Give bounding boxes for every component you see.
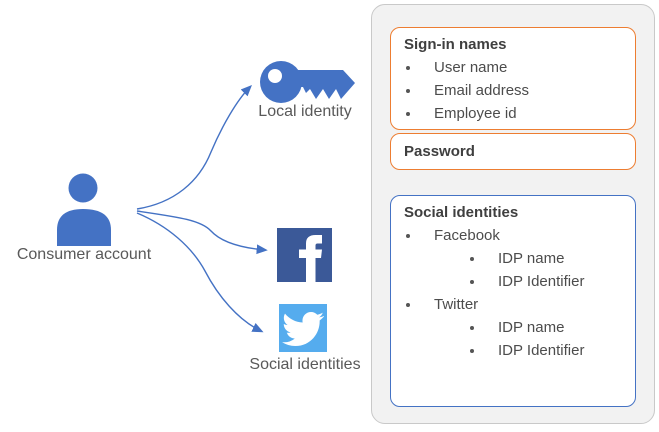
list-item: User name [403,56,625,79]
provider-attr: IDP name [498,250,565,267]
bullet-icon [406,302,410,307]
list-item: IDP Identifier [403,339,625,362]
local-identity-label: Local identity [258,103,352,120]
list-item: IDP name [403,316,625,339]
list-item: Twitter [403,293,625,316]
password-card: Password [390,133,636,170]
signin-item: User name [434,59,508,76]
signin-names-card: Sign-in names User name Email address Em… [390,27,636,130]
bullet-icon [470,325,474,330]
provider-attr: IDP Identifier [498,342,585,359]
arrow-to-twitter [136,212,264,333]
provider-name: Facebook [434,227,500,244]
person-icon [57,173,111,246]
signin-item: Email address [434,82,530,99]
bullet-icon [406,88,410,93]
bullet-icon [470,256,474,261]
account-attributes-panel: Sign-in names User name Email address Em… [371,4,655,424]
bullet-icon [470,348,474,353]
provider-attr: IDP Identifier [498,273,585,290]
list-item: Facebook [403,224,625,247]
bullet-icon [470,279,474,284]
facebook-icon [277,228,332,282]
consumer-account-label: Consumer account [16,246,152,263]
password-title: Password [404,143,475,160]
provider-attr: IDP name [498,319,565,336]
key-icon [260,61,355,103]
bullet-icon [406,233,410,238]
bullet-icon [406,111,410,116]
arrow-to-facebook [136,210,268,255]
list-item: IDP name [403,247,625,270]
list-item: IDP Identifier [403,270,625,293]
social-identities-title: Social identities [404,204,519,221]
signin-item: Employee id [434,105,517,122]
social-identities-card: Social identities Facebook IDP name IDP … [390,195,636,407]
social-identities-label: Social identities [249,356,361,373]
signin-names-title: Sign-in names [404,36,507,53]
twitter-icon [279,304,327,352]
bullet-icon [406,65,410,70]
list-item: Employee id [403,102,625,125]
provider-name: Twitter [434,296,479,313]
list-item: Email address [403,79,625,102]
